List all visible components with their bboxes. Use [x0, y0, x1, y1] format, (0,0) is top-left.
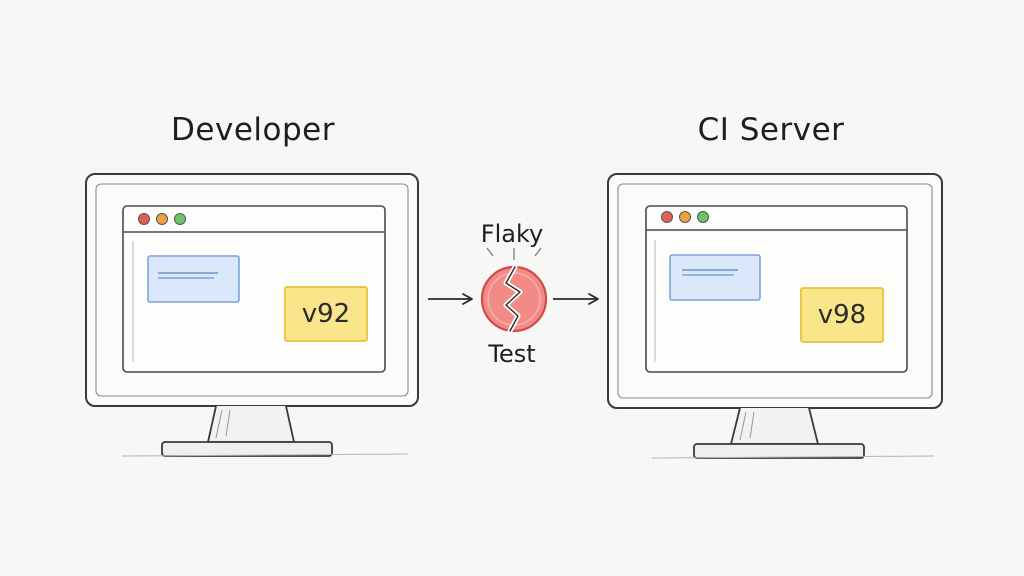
- developer-monitor: [85, 173, 419, 457]
- window-dot-green-icon: [174, 213, 186, 225]
- crack-outline: [505, 266, 521, 332]
- spark-line: [534, 247, 542, 257]
- flaky-label: Flaky: [480, 220, 544, 248]
- monitor-base: [693, 443, 865, 459]
- content-panel: [147, 255, 240, 303]
- test-label: Test: [488, 340, 536, 368]
- window-dot-red-icon: [138, 213, 150, 225]
- window-dot-orange-icon: [679, 211, 691, 223]
- stand-shading: [215, 409, 231, 439]
- monitor-frame-inner: [95, 183, 409, 397]
- window-dot-red-icon: [661, 211, 673, 223]
- ci-server-monitor: [607, 173, 943, 459]
- stand-shading: [739, 411, 755, 441]
- monitor-stand: [206, 405, 296, 443]
- flaky-test-connector: [428, 247, 599, 334]
- window-dot-orange-icon: [156, 213, 168, 225]
- spark-line: [486, 247, 494, 257]
- monitor-base: [161, 441, 333, 457]
- ground-line: [121, 453, 409, 457]
- version-note: [284, 286, 368, 342]
- version-note: [800, 287, 884, 343]
- ci-version-label: v98: [817, 300, 867, 330]
- ci-server-title: CI Server: [697, 112, 845, 148]
- monitor-frame-inner: [617, 183, 933, 399]
- developer-title: Developer: [171, 112, 335, 148]
- developer-version-label: v92: [301, 299, 351, 329]
- content-panel: [669, 254, 761, 301]
- ground-line: [651, 455, 935, 459]
- window-dot-green-icon: [697, 211, 709, 223]
- monitor-stand: [729, 407, 820, 445]
